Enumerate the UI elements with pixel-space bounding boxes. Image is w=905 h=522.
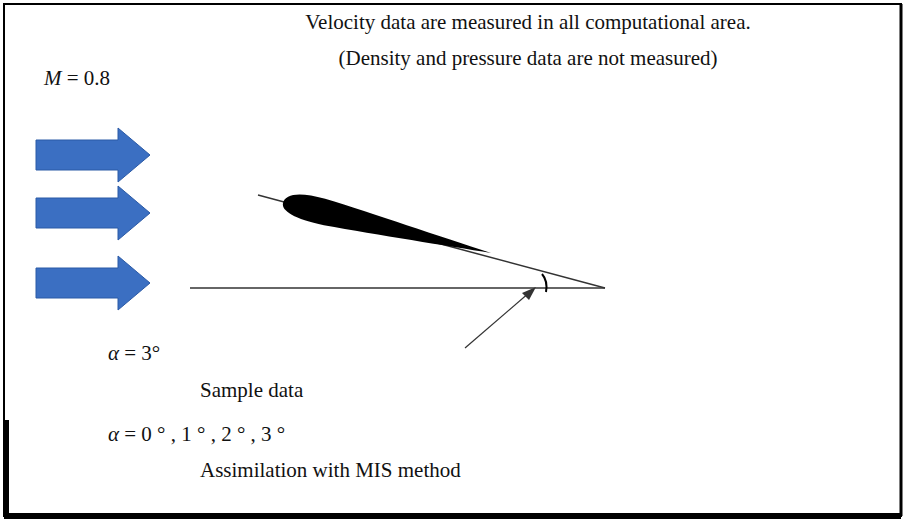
frame-left <box>3 420 9 516</box>
angle-leader <box>465 292 530 348</box>
sample-heading: Sample data <box>200 378 303 402</box>
angle-arc <box>542 274 547 292</box>
flow-arrow <box>36 128 150 182</box>
note-line: Velocity data are measured in all comput… <box>305 10 750 34</box>
airfoil <box>280 189 494 264</box>
frame <box>4 4 901 516</box>
frame-right <box>900 4 903 516</box>
horizontal-reference <box>190 287 605 289</box>
angle-label: α = 3° <box>108 341 160 365</box>
leader-head <box>522 287 536 300</box>
method-note: Assimilation with MIS method <box>200 458 461 482</box>
frame-bottom <box>4 513 901 519</box>
mach-number: M = 0.8 <box>44 66 110 90</box>
flow-arrow <box>36 186 150 240</box>
angle-list: α = 0 ° , 1 ° , 2 ° , 3 ° <box>108 422 285 446</box>
flow-arrow <box>36 256 150 310</box>
note-line: (Density and pressure data are not measu… <box>338 46 717 70</box>
airfoil-group <box>280 189 494 264</box>
flow-arrows <box>36 128 150 310</box>
